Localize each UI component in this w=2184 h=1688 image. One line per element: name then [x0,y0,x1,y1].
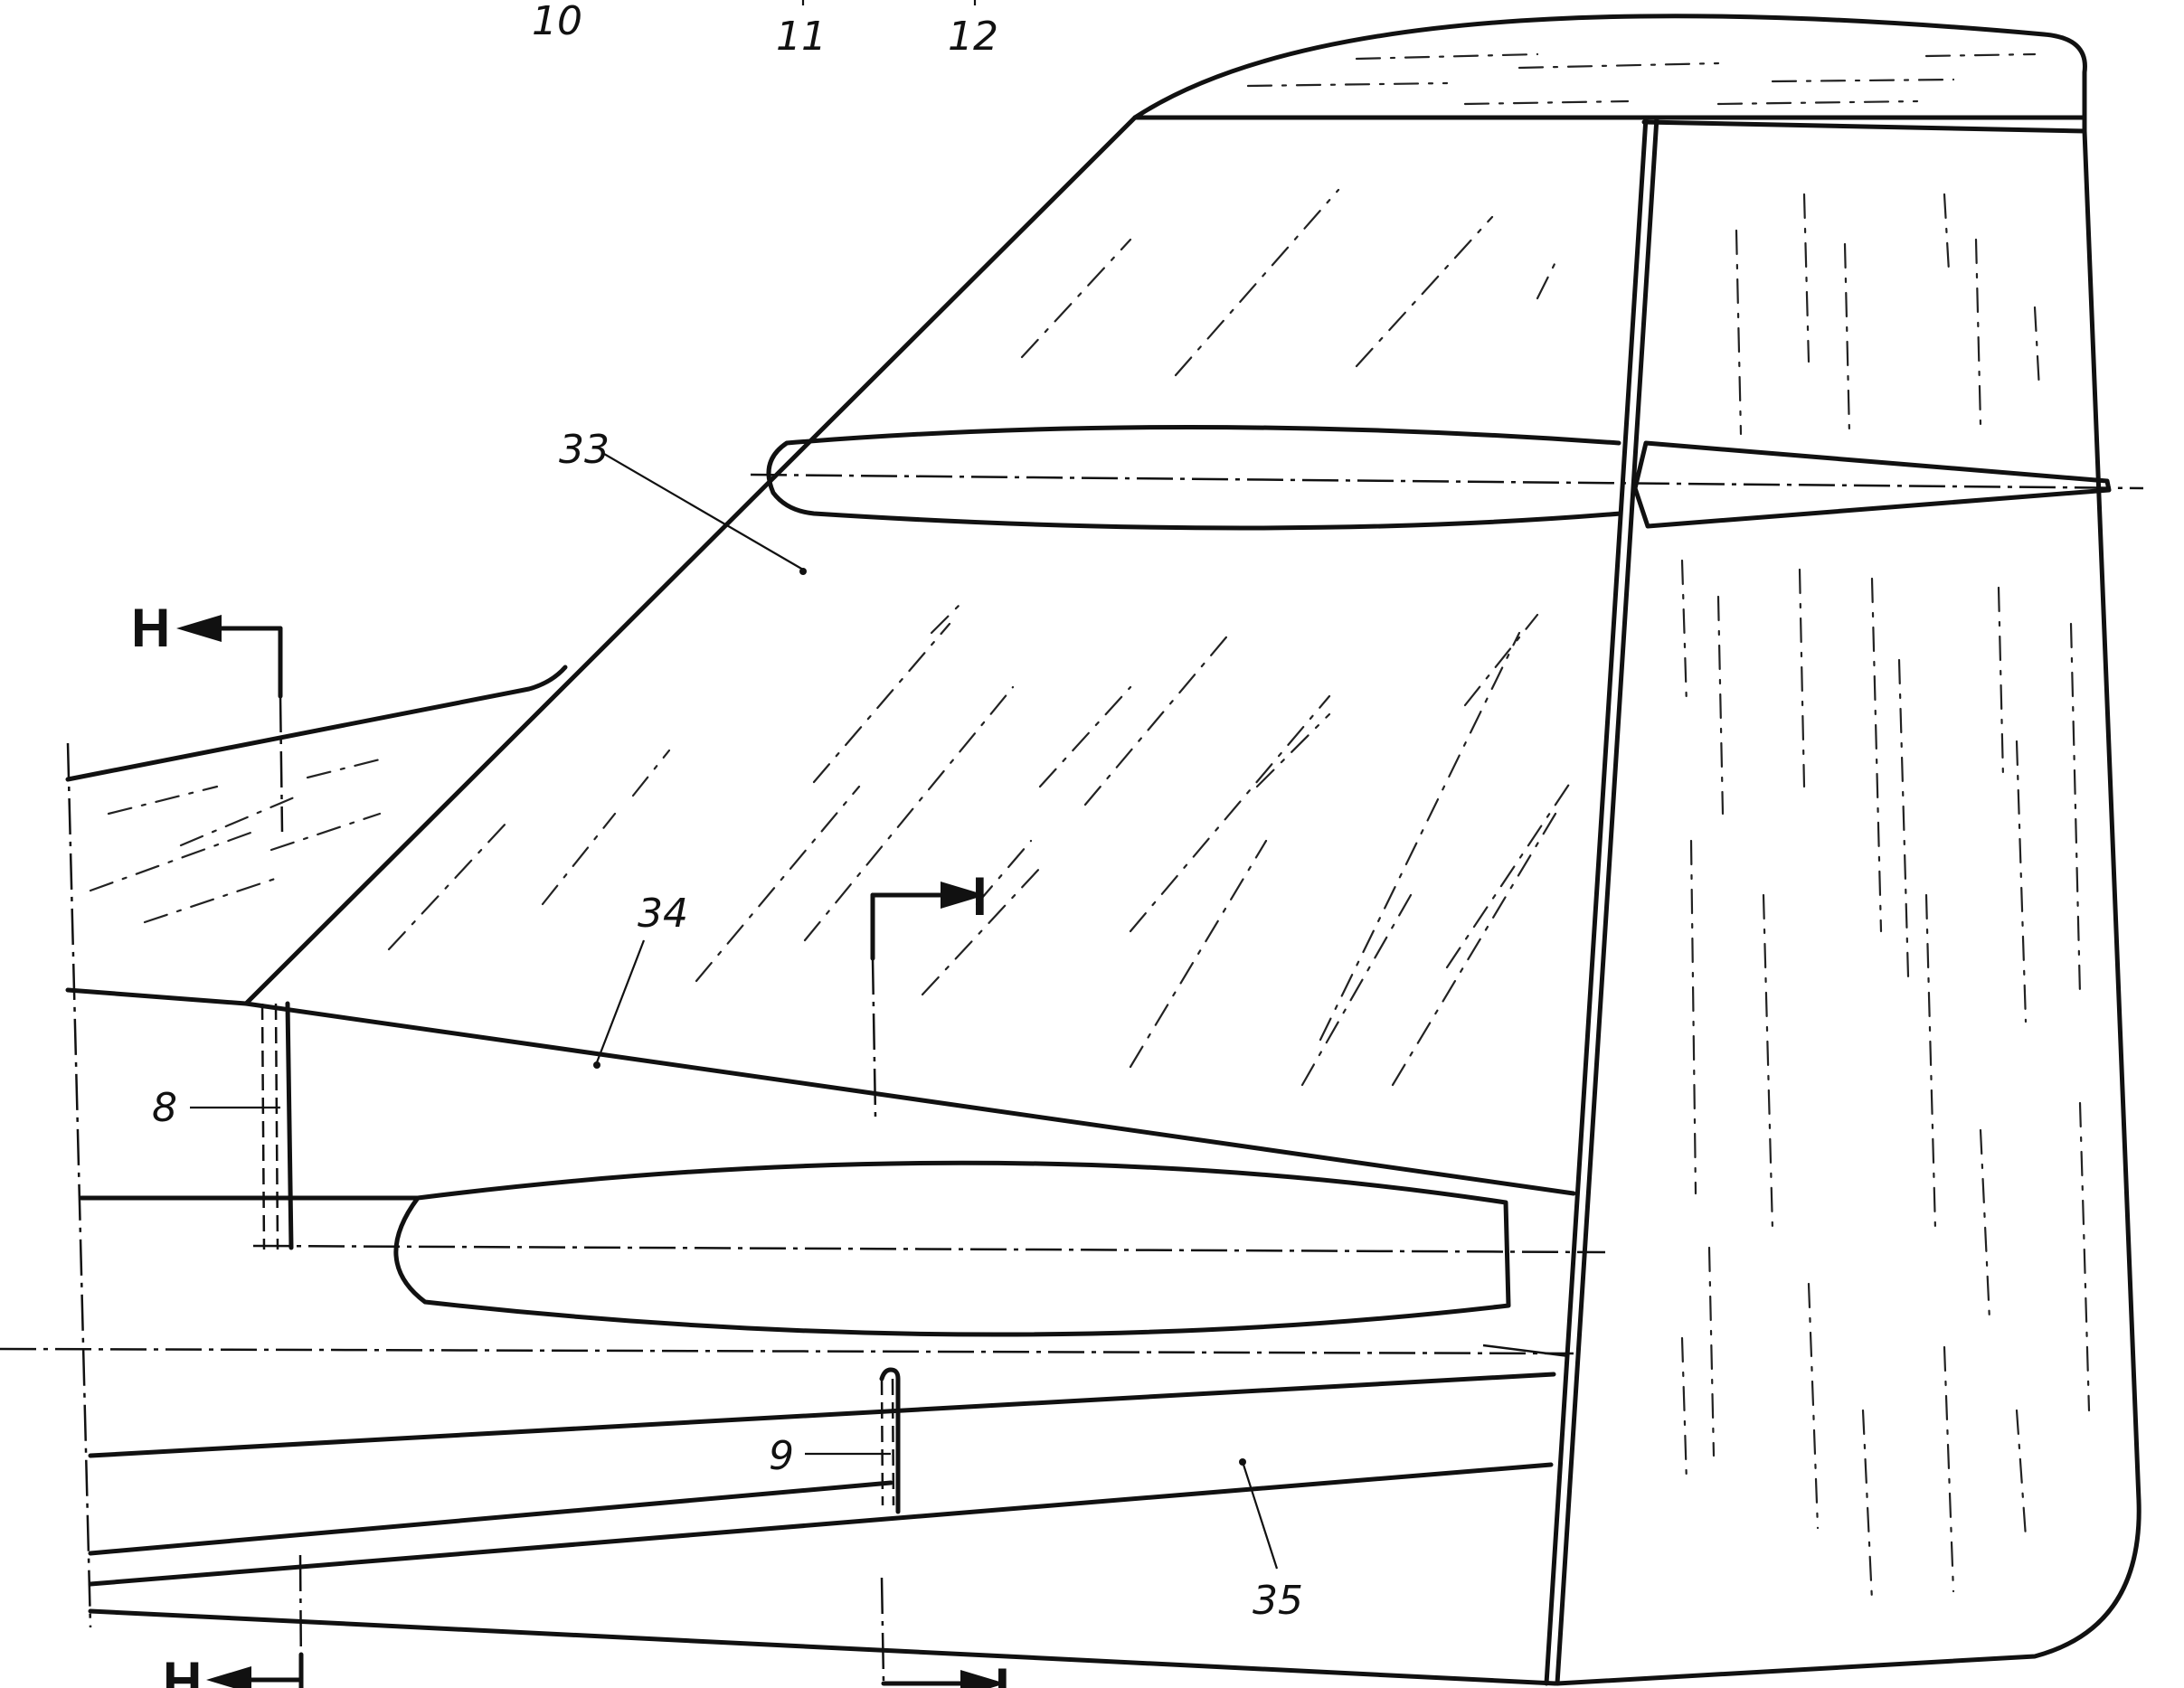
label-9: 9 [769,1433,794,1479]
spar-8 [260,1001,294,1250]
section-marker-h-upper: H [131,598,284,833]
section-marker-h-lower: H [163,1554,304,1688]
rudder-outline [1555,128,2141,1686]
section-marker-i-upper: I [870,866,988,1117]
callouts-top: 10 11 12 [532,0,998,60]
label-35: 35 [1253,1578,1303,1624]
callout-35: 35 [1239,1458,1303,1624]
tip-cap-hatching [1246,52,2037,106]
part-34-outline [65,987,1606,1337]
rudder-hinge-line [1544,115,1659,1686]
centre-line-end [1482,1344,1570,1358]
callout-9: 9 [769,1433,891,1479]
callout-33: 33 [559,427,807,575]
section-h-upper-label: H [131,598,170,658]
callout-34: 34 [593,891,688,1069]
fin-outline [65,14,2087,1006]
section-i-upper-label: I [972,866,988,927]
label-11: 11 [776,14,827,60]
section-marker-i-lower: I [880,1577,1010,1688]
label-34: 34 [638,891,688,937]
rudder-hatching [1680,193,2091,1602]
main-centre-line [0,1347,1574,1355]
spar-9 [879,1367,901,1514]
callout-8: 8 [152,1085,280,1131]
fin-hatching [387,188,1575,1087]
left-break-line [66,742,92,1628]
fillet-hatching [89,758,382,924]
label-10: 10 [532,0,582,44]
section-i-lower-label: I [995,1657,1010,1688]
label-12: 12 [948,14,998,60]
label-8: 8 [152,1085,177,1131]
part-35-outline [88,1372,1558,1686]
section-h-lower-label: H [163,1651,202,1688]
fin-airfoil-section [750,425,2144,531]
label-33: 33 [559,427,610,473]
